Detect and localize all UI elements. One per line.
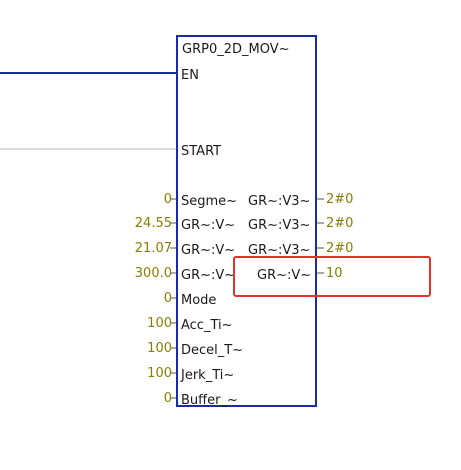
pin-start[interactable]: START bbox=[181, 144, 222, 159]
value-decel-time[interactable]: 100 bbox=[147, 341, 172, 356]
pin-en[interactable]: EN bbox=[181, 68, 199, 83]
pin-out-gr-v3-3[interactable]: GR~:V3~ bbox=[248, 243, 311, 258]
pin-out-gr-v3-2[interactable]: GR~:V3~ bbox=[248, 218, 311, 233]
pin-out-gr-v[interactable]: GR~:V~ bbox=[257, 268, 312, 283]
value-jerk-time[interactable]: 100 bbox=[147, 366, 172, 381]
value-out-4[interactable]: 10 bbox=[326, 266, 343, 281]
value-out-3[interactable]: 2#0 bbox=[326, 241, 354, 256]
pin-segment[interactable]: Segme~ bbox=[181, 194, 238, 209]
value-gr-v-2[interactable]: 21.07 bbox=[134, 241, 172, 256]
pin-gr-v-2[interactable]: GR~:V~ bbox=[181, 243, 236, 258]
value-mode[interactable]: 0 bbox=[163, 291, 172, 306]
block-title: GRP0_2D_MOV~ bbox=[182, 42, 290, 57]
value-buffer[interactable]: 0 bbox=[163, 391, 172, 406]
pin-decel-time[interactable]: Decel_T~ bbox=[181, 343, 244, 358]
pin-acc-time[interactable]: Acc_Ti~ bbox=[181, 318, 233, 333]
pin-gr-v-3[interactable]: GR~:V~ bbox=[181, 268, 236, 283]
function-block[interactable]: GRP0_2D_MOV~ EN START Segme~ GR~:V~ GR~:… bbox=[176, 35, 317, 408]
pin-buffer[interactable]: Buffer_~ bbox=[181, 393, 238, 408]
pin-jerk-time[interactable]: Jerk_Ti~ bbox=[181, 368, 235, 383]
highlight-box bbox=[233, 256, 431, 297]
value-gr-v-1[interactable]: 24.55 bbox=[134, 216, 172, 231]
pin-out-gr-v3-1[interactable]: GR~:V3~ bbox=[248, 194, 311, 209]
value-gr-v-3[interactable]: 300.0 bbox=[134, 266, 172, 281]
value-acc-time[interactable]: 100 bbox=[147, 316, 172, 331]
pin-mode[interactable]: Mode bbox=[181, 293, 217, 308]
pin-gr-v-1[interactable]: GR~:V~ bbox=[181, 218, 236, 233]
value-segment[interactable]: 0 bbox=[163, 192, 172, 207]
value-out-2[interactable]: 2#0 bbox=[326, 216, 354, 231]
value-out-1[interactable]: 2#0 bbox=[326, 192, 354, 207]
